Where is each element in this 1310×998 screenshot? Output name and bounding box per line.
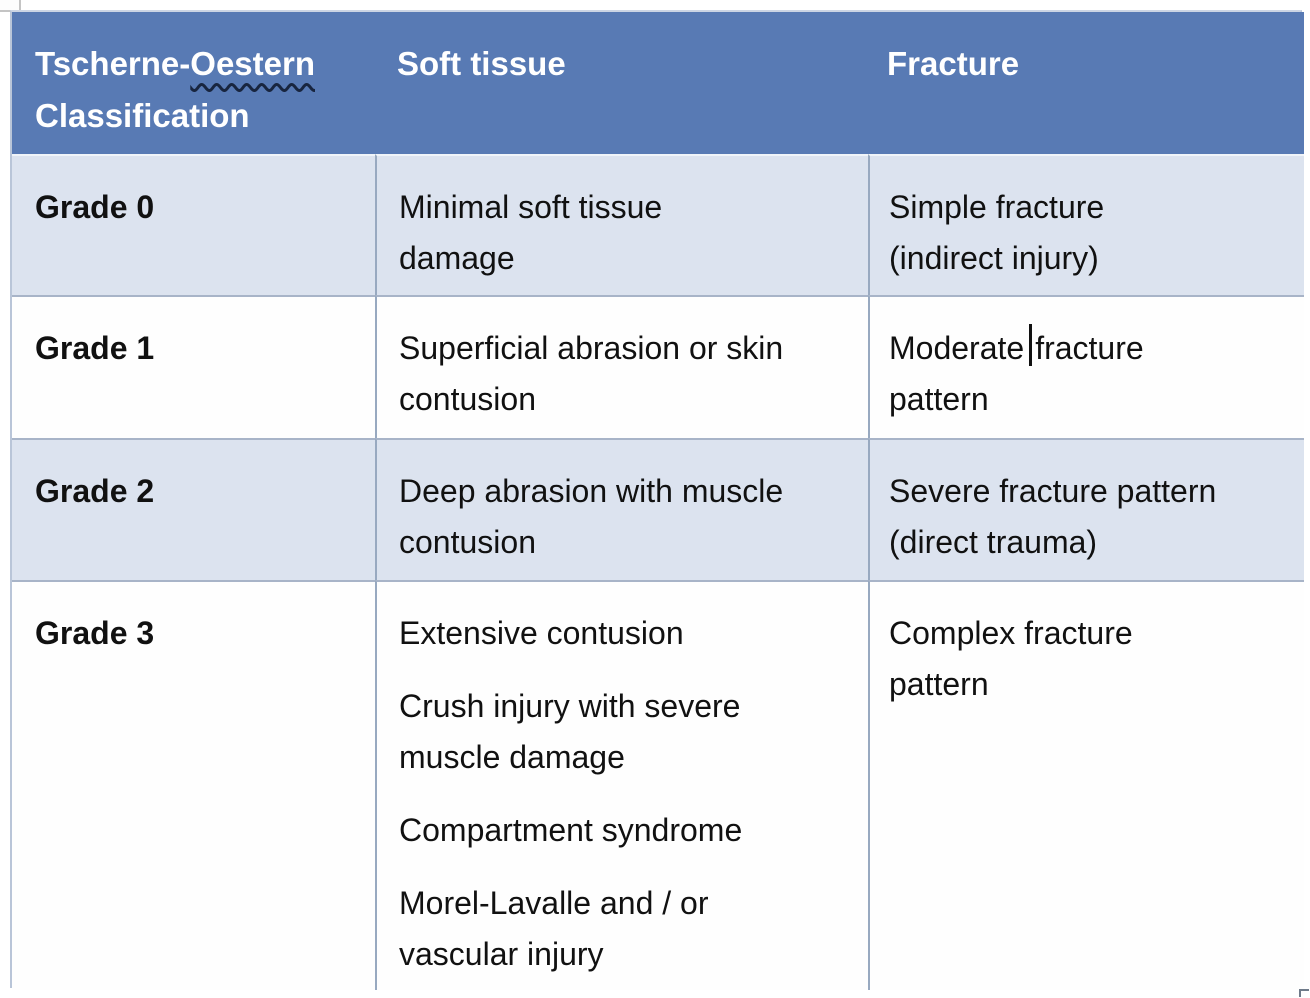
- header-title-part1: Tscherne-: [35, 45, 191, 82]
- soft-tissue-text: Extensive contusion: [399, 615, 684, 651]
- cell-grade0-label[interactable]: Grade 0: [12, 154, 375, 295]
- fracture-text: Simple fracture: [889, 189, 1105, 225]
- cell-grade2-label[interactable]: Grade 2: [12, 438, 375, 580]
- soft-tissue-text: Minimal soft tissue: [399, 189, 663, 225]
- cell-grade3-label[interactable]: Grade 3: [12, 580, 375, 990]
- cell-grade0-fracture[interactable]: Simple fracture (indirect injury): [868, 154, 1304, 295]
- fracture-text: fracture: [1035, 330, 1144, 366]
- header-title-line2: Classification: [35, 97, 250, 134]
- soft-tissue-text: Crush injury with severe: [399, 688, 741, 724]
- fracture-text: pattern: [889, 666, 989, 702]
- cell-grade3-fracture[interactable]: Complex fracture pattern: [868, 580, 1304, 990]
- cell-grade1-fracture[interactable]: Moderate fracture pattern: [868, 295, 1304, 438]
- fracture-text: (direct trauma): [889, 524, 1098, 560]
- soft-tissue-text: Morel-Lavalle and / or: [399, 885, 709, 921]
- soft-tissue-text: muscle damage: [399, 739, 625, 775]
- fracture-text: Moderate: [889, 330, 1025, 366]
- grade-label: Grade 3: [35, 615, 155, 651]
- fracture-text: pattern: [889, 381, 989, 417]
- tscherne-oestern-table: Tscherne-Oestern Classification Soft tis…: [10, 10, 1304, 990]
- grade-label: Grade 0: [35, 189, 155, 225]
- fracture-text: (indirect injury): [889, 240, 1099, 276]
- cell-grade1-soft-tissue[interactable]: Superficial abrasion or skin contusion: [375, 295, 868, 438]
- grade-label: Grade 2: [35, 473, 155, 509]
- header-title-line1: Tscherne-Oestern: [35, 38, 375, 90]
- table-resize-handle[interactable]: [1299, 989, 1309, 997]
- header-cell-fracture[interactable]: Fracture: [868, 12, 1304, 154]
- soft-tissue-text: Compartment syndrome: [399, 812, 743, 848]
- text-cursor: [1029, 324, 1033, 366]
- fracture-text: Complex fracture: [889, 615, 1133, 651]
- header-cell-classification[interactable]: Tscherne-Oestern Classification: [12, 12, 375, 154]
- soft-tissue-text: Superficial abrasion or skin: [399, 330, 784, 366]
- soft-tissue-paragraph: Crush injury with severe muscle damage: [399, 681, 868, 783]
- cell-grade3-soft-tissue[interactable]: Extensive contusion Crush injury with se…: [375, 580, 868, 990]
- fracture-text: Severe fracture pattern: [889, 473, 1217, 509]
- header-title-misspelled-word: Oestern: [190, 45, 315, 82]
- soft-tissue-text: damage: [399, 240, 515, 276]
- cell-grade1-label[interactable]: Grade 1: [12, 295, 375, 438]
- soft-tissue-text: Deep abrasion with muscle: [399, 473, 784, 509]
- header-soft-tissue-label: Soft tissue: [397, 45, 566, 82]
- soft-tissue-paragraph: Extensive contusion: [399, 608, 868, 659]
- soft-tissue-paragraph: Compartment syndrome: [399, 805, 868, 856]
- fracture-text-with-cursor: Moderate fracture: [889, 323, 1304, 374]
- cell-grade0-soft-tissue[interactable]: Minimal soft tissue damage: [375, 154, 868, 295]
- cell-grade2-soft-tissue[interactable]: Deep abrasion with muscle contusion: [375, 438, 868, 580]
- header-fracture-label: Fracture: [887, 45, 1020, 82]
- header-cell-soft-tissue[interactable]: Soft tissue: [375, 12, 868, 154]
- soft-tissue-text: vascular injury: [399, 936, 604, 972]
- soft-tissue-text: contusion: [399, 381, 536, 417]
- grade-label: Grade 1: [35, 330, 155, 366]
- soft-tissue-paragraph: Morel-Lavalle and / or vascular injury: [399, 878, 868, 980]
- cell-grade2-fracture[interactable]: Severe fracture pattern (direct trauma): [868, 438, 1304, 580]
- soft-tissue-text: contusion: [399, 524, 536, 560]
